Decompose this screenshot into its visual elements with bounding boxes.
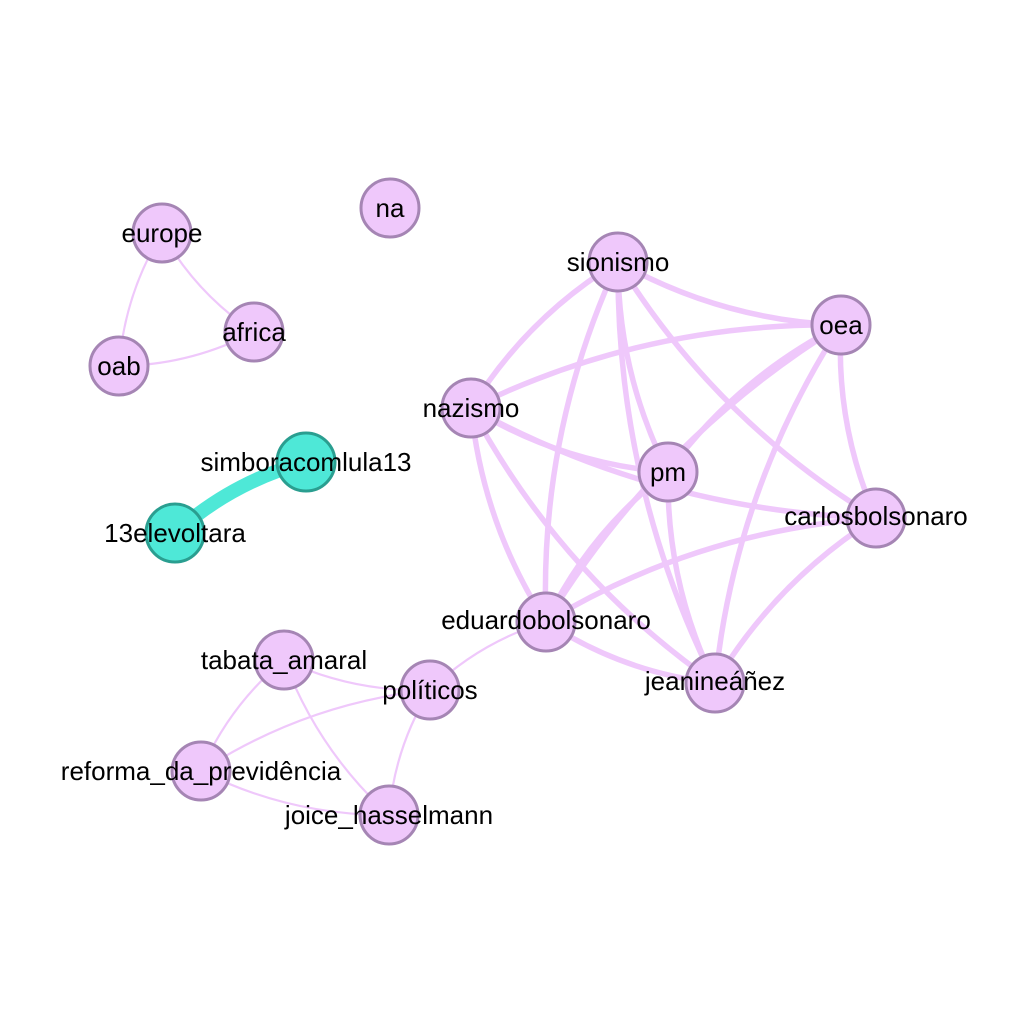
- node-circle-africa[interactable]: [223, 301, 285, 363]
- node-label-africa: africa: [222, 317, 286, 347]
- edge-sionismo-eduardobolsonaro: [542, 259, 621, 625]
- node-na[interactable]: na: [359, 177, 421, 239]
- node-africa[interactable]: africa: [222, 301, 286, 363]
- node-label-politicos: políticos: [382, 675, 477, 705]
- node-circle-jeanineanez[interactable]: [684, 652, 746, 714]
- edge-oea-pm: [665, 322, 844, 475]
- node-circle-simboracomlula13[interactable]: [275, 431, 337, 493]
- node-sionismo[interactable]: sionismo: [567, 231, 670, 293]
- node-simboracomlula13[interactable]: simboracomlula13: [201, 431, 412, 493]
- node-label-pm: pm: [650, 457, 686, 487]
- node-label-tabata_amaral: tabata_amaral: [201, 645, 367, 675]
- node-carlosbolsonaro[interactable]: carlosbolsonaro: [784, 487, 968, 549]
- node-joice_hasselmann[interactable]: joice_hasselmann: [284, 784, 493, 846]
- node-pm[interactable]: pm: [637, 441, 699, 503]
- node-jeanineanez[interactable]: jeanineáñez: [644, 652, 785, 714]
- node-circle-joice_hasselmann[interactable]: [358, 784, 420, 846]
- node-label-reforma_da_previdencia: reforma_da_previdência: [61, 756, 342, 786]
- node-circle-oea[interactable]: [810, 294, 872, 356]
- node-politicos[interactable]: políticos: [382, 659, 478, 721]
- node-label-simboracomlula13: simboracomlula13: [201, 447, 412, 477]
- node-label-joice_hasselmann: joice_hasselmann: [284, 800, 493, 830]
- node-13elevoltara[interactable]: 13elevoltara: [104, 502, 246, 564]
- node-circle-politicos[interactable]: [399, 659, 461, 721]
- node-label-carlosbolsonaro: carlosbolsonaro: [784, 501, 968, 531]
- node-label-sionismo: sionismo: [567, 247, 670, 277]
- node-nazismo[interactable]: nazismo: [423, 377, 520, 439]
- node-circle-tabata_amaral[interactable]: [253, 629, 315, 691]
- node-oea[interactable]: oea: [810, 294, 872, 356]
- node-europe[interactable]: europe: [122, 202, 203, 264]
- node-reforma_da_previdencia[interactable]: reforma_da_previdência: [61, 740, 342, 802]
- node-circle-nazismo[interactable]: [440, 377, 502, 439]
- node-circle-reforma_da_previdencia[interactable]: [170, 740, 232, 802]
- node-label-oab: oab: [97, 351, 140, 381]
- edge-oea-jeanineanez: [712, 322, 844, 686]
- edge-politicos-reforma_da_previdencia: [199, 688, 432, 773]
- edge-carlosbolsonaro-eduardobolsonaro: [543, 515, 879, 625]
- node-circle-13elevoltara[interactable]: [144, 502, 206, 564]
- node-label-europe: europe: [122, 218, 203, 248]
- node-tabata_amaral[interactable]: tabata_amaral: [201, 629, 367, 691]
- node-eduardobolsonaro[interactable]: eduardobolsonaro: [441, 591, 651, 653]
- node-circle-europe[interactable]: [131, 202, 193, 264]
- node-circle-carlosbolsonaro[interactable]: [845, 487, 907, 549]
- node-label-eduardobolsonaro: eduardobolsonaro: [441, 605, 651, 635]
- node-layer: na europe africa oab simboracomlula13 13elevo…: [61, 177, 968, 846]
- node-label-13elevoltara: 13elevoltara: [104, 518, 246, 548]
- edge-oea-nazismo: [468, 322, 844, 411]
- node-label-nazismo: nazismo: [423, 393, 520, 423]
- node-circle-na[interactable]: [359, 177, 421, 239]
- node-circle-eduardobolsonaro[interactable]: [515, 591, 577, 653]
- node-label-jeanineanez: jeanineáñez: [644, 666, 785, 696]
- node-circle-sionismo[interactable]: [587, 231, 649, 293]
- node-label-oea: oea: [819, 310, 863, 340]
- edge-nazismo-jeanineanez: [468, 405, 718, 686]
- node-circle-pm[interactable]: [637, 441, 699, 503]
- node-label-na: na: [376, 193, 405, 223]
- node-oab[interactable]: oab: [88, 335, 150, 397]
- node-circle-oab[interactable]: [88, 335, 150, 397]
- edge-sionismo-nazismo: [468, 259, 621, 411]
